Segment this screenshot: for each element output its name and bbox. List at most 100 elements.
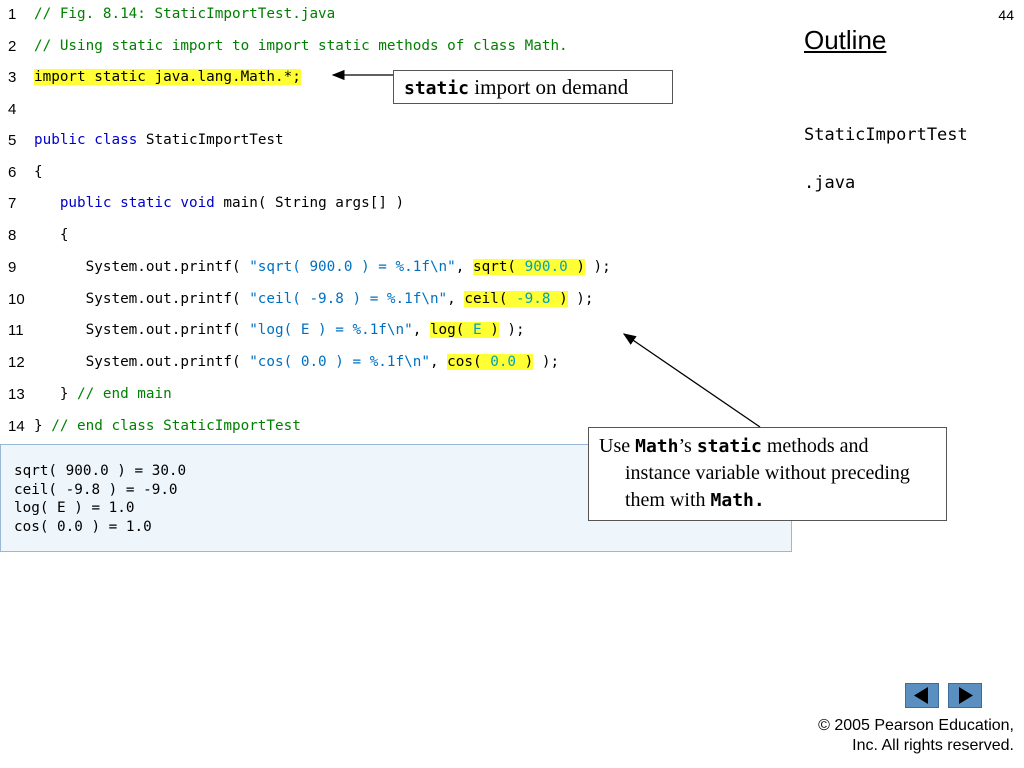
- callout-static-keyword: static: [696, 436, 762, 457]
- line-number: 7: [8, 195, 17, 212]
- copyright-line-2: Inc. All rights reserved.: [852, 737, 1014, 754]
- code-text: System.out.printf( "log( E ) = %.1f\n", …: [34, 322, 525, 338]
- line-number: 1: [8, 6, 17, 23]
- arrow-to-math-calls: [622, 333, 761, 428]
- line-number: 9: [8, 259, 17, 276]
- code-token: ceil(: [464, 291, 508, 307]
- code-line: 5 public class StaticImportTest: [0, 126, 792, 158]
- callout-text: ’s: [678, 435, 697, 457]
- code-line: 7 public static void main( String args[]…: [0, 189, 792, 221]
- code-line: 3 import static java.lang.Math.*;: [0, 63, 792, 95]
- callout-static-import: static import on demand: [393, 70, 673, 104]
- code-token: {: [34, 227, 69, 243]
- code-line: 6{: [0, 158, 792, 190]
- code-token: -9.8: [507, 291, 560, 307]
- code-token: {: [34, 164, 43, 180]
- code-text: System.out.printf( "sqrt( 900.0 ) = %.1f…: [34, 259, 611, 275]
- code-token: public: [34, 132, 86, 148]
- code-text: // Using static import to import static …: [34, 38, 568, 54]
- copyright-line-1: © 2005 Pearson Education,: [818, 717, 1014, 734]
- code-token: );: [567, 291, 594, 307]
- code-token: System.out.printf(: [34, 259, 250, 275]
- code-token: }: [34, 386, 78, 402]
- line-number: 6: [8, 164, 17, 181]
- line-number: 3: [8, 69, 17, 86]
- line-number: 10: [8, 291, 25, 308]
- line-number: 13: [8, 386, 25, 403]
- code-token: void: [180, 195, 215, 211]
- code-token: );: [584, 259, 611, 275]
- code-token: }: [34, 418, 52, 434]
- callout-text: methods and instance variable without pr…: [625, 435, 910, 511]
- code-token: "log( E ) = %.1f\n": [249, 322, 413, 338]
- code-token: ): [524, 354, 534, 370]
- code-token: public: [59, 195, 112, 211]
- copyright-notice: © 2005 Pearson Education, Inc. All right…: [818, 716, 1014, 756]
- outline-title[interactable]: Outline: [804, 25, 887, 55]
- line-number: 5: [8, 132, 17, 149]
- code-token: // end main: [77, 386, 172, 402]
- line-number: 4: [8, 101, 17, 118]
- code-text: public static void main( String args[] ): [34, 195, 404, 211]
- code-token: // Using static import to import static …: [34, 38, 568, 54]
- code-token: ): [559, 291, 568, 307]
- code-token: );: [533, 354, 560, 370]
- code-line: 4: [0, 95, 792, 127]
- callout-math-methods: Use Math’s static methods and instance v…: [588, 427, 947, 521]
- code-text: {: [34, 227, 69, 243]
- code-text: } // end class StaticImportTest: [34, 418, 301, 434]
- code-token: ): [576, 259, 585, 275]
- code-text: import static java.lang.Math.*;: [34, 69, 301, 85]
- right-triangle-icon: [959, 687, 973, 704]
- previous-slide-button[interactable]: [905, 683, 939, 708]
- line-number: 2: [8, 38, 17, 55]
- code-token: "ceil( -9.8 ) = %.1f\n": [249, 291, 448, 307]
- code-token: import static java.lang.Math.*;: [34, 69, 301, 85]
- code-text: public class StaticImportTest: [34, 132, 284, 148]
- code-token: E: [464, 322, 491, 338]
- code-line: 9 System.out.printf( "sqrt( 900.0 ) = %.…: [0, 253, 792, 285]
- code-line: 2 // Using static import to import static…: [0, 32, 792, 64]
- callout-text: Use: [599, 435, 636, 457]
- code-token: static: [120, 195, 172, 211]
- code-token: StaticImportTest: [137, 132, 284, 148]
- code-token: sqrt(: [473, 259, 517, 275]
- code-token: 0.0: [481, 354, 525, 370]
- code-token: 900.0: [516, 259, 577, 275]
- code-token: log(: [429, 322, 465, 338]
- callout-static-text: import on demand: [469, 75, 629, 99]
- outline-file-name: StaticImportTest: [804, 125, 968, 145]
- code-token: ,: [412, 322, 430, 338]
- line-number: 11: [8, 322, 24, 339]
- code-token: // end class StaticImportTest: [51, 418, 301, 434]
- code-token: ): [490, 322, 499, 338]
- code-token: "cos( 0.0 ) = %.1f\n": [249, 354, 430, 370]
- output-line: log( E ) = 1.0: [14, 500, 135, 516]
- callout-static-keyword: static: [404, 78, 470, 99]
- code-token: ,: [455, 259, 473, 275]
- line-number: 12: [8, 354, 25, 371]
- code-token: System.out.printf(: [34, 354, 250, 370]
- left-triangle-icon: [914, 687, 928, 704]
- code-line: 14} // end class StaticImportTest: [0, 412, 792, 444]
- outline-file-extension: .java: [804, 173, 856, 193]
- code-token: System.out.printf(: [34, 291, 250, 307]
- next-slide-button[interactable]: [948, 683, 982, 708]
- slide-number: 44: [998, 7, 1014, 23]
- callout-math-class: Math: [635, 436, 679, 457]
- code-text: System.out.printf( "cos( 0.0 ) = %.1f\n"…: [34, 354, 559, 370]
- callout-math-class: Math.: [710, 490, 765, 511]
- code-text: // Fig. 8.14: StaticImportTest.java: [34, 6, 335, 22]
- code-line: 8 {: [0, 221, 792, 253]
- code-text: } // end main: [34, 386, 172, 402]
- code-line: 10 System.out.printf( "ceil( -9.8 ) = %.…: [0, 285, 792, 317]
- code-token: cos(: [447, 354, 482, 370]
- code-token: ,: [429, 354, 448, 370]
- code-line: 12 System.out.printf( "cos( 0.0 ) = %.1f…: [0, 348, 792, 380]
- code-token: System.out.printf(: [34, 322, 250, 338]
- output-line: ceil( -9.8 ) = -9.0: [14, 481, 178, 498]
- code-token: );: [498, 322, 525, 338]
- code-line: 11 System.out.printf( "log( E ) = %.1f\n…: [0, 316, 792, 348]
